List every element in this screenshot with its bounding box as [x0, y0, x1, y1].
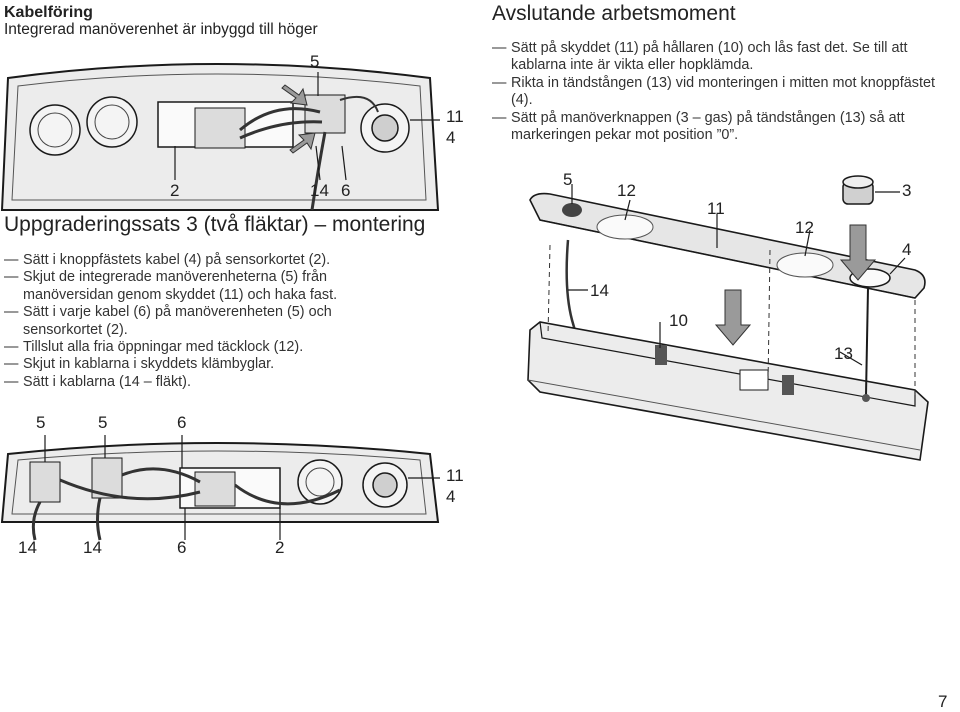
diagram2-label-14a: 14 — [18, 538, 37, 557]
upgrade-step: Sätt i kablarna (14 – fläkt). — [4, 374, 404, 392]
diagram1-label-2: 2 — [170, 181, 180, 200]
final-step: Sätt på skyddet (11) på hållaren (10) oc… — [492, 40, 947, 75]
diagram3-label-10: 10 — [669, 311, 688, 330]
diagram3-label-12a: 12 — [617, 181, 636, 200]
page-number: 7 — [938, 692, 948, 711]
diagram2-label-2: 2 — [275, 538, 285, 557]
upgrade-steps: Sätt i knoppfästets kabel (4) på sensork… — [4, 252, 404, 392]
diagram2-label-4: 4 — [446, 487, 456, 506]
upgrade-step: Sätt i knoppfästets kabel (4) på sensork… — [4, 252, 404, 270]
final-steps-heading: Avslutande arbetsmoment — [492, 2, 736, 25]
upgrade-step: Tillslut alla fria öppningar med täckloc… — [4, 339, 404, 357]
diagram2-label-11: 11 — [446, 466, 464, 485]
final-step: Rikta in tändstången (13) vid monteringe… — [492, 75, 947, 110]
diagram3-label-5: 5 — [563, 170, 573, 189]
final-step: Sätt på manöverknappen (3 – gas) på tänd… — [492, 110, 947, 145]
diagram2-label-14b: 14 — [83, 538, 102, 557]
diagram3-label-3: 3 — [902, 181, 912, 200]
diagram1-label-6: 6 — [341, 181, 351, 200]
upgrade-step: Sätt i varje kabel (6) på manöverenheten… — [4, 304, 404, 339]
upgrade-step: Skjut in kablarna i skyddets klämbyglar. — [4, 356, 404, 374]
diagram3-label-14: 14 — [590, 281, 609, 300]
upgrade-heading: Uppgraderingssats 3 (två fläktar) – mont… — [4, 213, 426, 236]
control-panel-diagram-single — [0, 63, 440, 211]
assembly-exploded-diagram — [527, 175, 929, 461]
section-subtitle: Integrerad manöverenhet är inbyggd till … — [4, 21, 318, 38]
upgrade-step: Skjut de integrerade manöverenheterna (5… — [4, 269, 404, 304]
diagram2-label-5a: 5 — [36, 413, 46, 432]
diagram2-label-6b: 6 — [177, 538, 187, 557]
diagram3-label-4: 4 — [902, 240, 912, 259]
diagram1-label-5: 5 — [310, 52, 320, 71]
diagram1-label-11: 11 — [446, 107, 464, 126]
diagram1-label-4: 4 — [446, 128, 456, 147]
diagram3-label-13: 13 — [834, 344, 853, 363]
diagram3-label-12b: 12 — [795, 218, 814, 237]
diagram3-label-11: 11 — [707, 199, 725, 218]
diagram2-label-6: 6 — [177, 413, 187, 432]
diagram1-label-14: 14 — [310, 181, 329, 200]
section-title: Kabelföring — [4, 4, 93, 21]
diagram2-label-5b: 5 — [98, 413, 108, 432]
final-steps-list: Sätt på skyddet (11) på hållaren (10) oc… — [492, 40, 947, 144]
control-panel-diagram-double — [0, 435, 440, 541]
